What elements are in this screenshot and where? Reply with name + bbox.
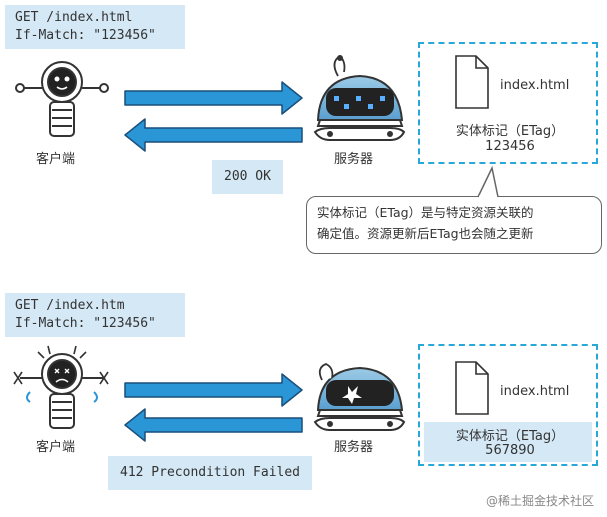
etag-label-1: 实体标记（ETag） bbox=[455, 124, 565, 139]
file-icon-1 bbox=[455, 55, 489, 109]
callout-line-2: 确定值。资源更新后ETag也会随之更新 bbox=[317, 226, 534, 241]
client-label-1: 客户端 bbox=[36, 152, 76, 167]
etag-value-2: 567890 bbox=[485, 443, 535, 458]
file-name-1: index.html bbox=[500, 78, 570, 93]
file-icon-2 bbox=[455, 361, 489, 415]
client-robot-icon-2 bbox=[13, 345, 109, 429]
request-arrow-1 bbox=[124, 81, 303, 115]
server-robot-icon-2 bbox=[313, 363, 406, 431]
client-label-2: 客户端 bbox=[36, 440, 76, 455]
etag-label-2: 实体标记（ETag） bbox=[455, 429, 565, 444]
client-robot-icon-1 bbox=[15, 61, 109, 137]
etag-value-1: 123456 bbox=[485, 139, 535, 154]
response-arrow-1 bbox=[124, 118, 303, 152]
request-box-1: GET /index.html If-Match: "123456" bbox=[5, 5, 185, 49]
etag-highlight-2 bbox=[424, 422, 592, 462]
request-line-2a: GET /index.htm bbox=[15, 298, 125, 313]
request-line-1a: GET /index.html bbox=[15, 10, 133, 25]
callout-line-1: 实体标记（ETag）是与特定资源关联的 bbox=[317, 205, 534, 220]
response-box-1: 200 OK bbox=[212, 160, 283, 194]
resource-box-2 bbox=[418, 344, 598, 466]
resource-box-1 bbox=[418, 42, 598, 164]
watermark: @稀土掘金技术社区 bbox=[486, 494, 595, 508]
request-arrow-2 bbox=[124, 373, 303, 407]
request-line-2b: If-Match: "123456" bbox=[15, 316, 156, 331]
server-label-2: 服务器 bbox=[334, 440, 374, 455]
server-robot-icon-1 bbox=[313, 54, 406, 141]
callout-pointer bbox=[477, 165, 499, 198]
etag-callout: 实体标记（ETag）是与特定资源关联的 确定值。资源更新后ETag也会随之更新 bbox=[306, 196, 602, 254]
response-arrow-2 bbox=[124, 408, 303, 442]
file-name-2: index.html bbox=[500, 384, 570, 399]
server-label-1: 服务器 bbox=[334, 152, 374, 167]
request-box-2: GET /index.htm If-Match: "123456" bbox=[5, 293, 185, 337]
request-line-1b: If-Match: "123456" bbox=[15, 28, 156, 43]
response-box-2: 412 Precondition Failed bbox=[108, 456, 313, 490]
